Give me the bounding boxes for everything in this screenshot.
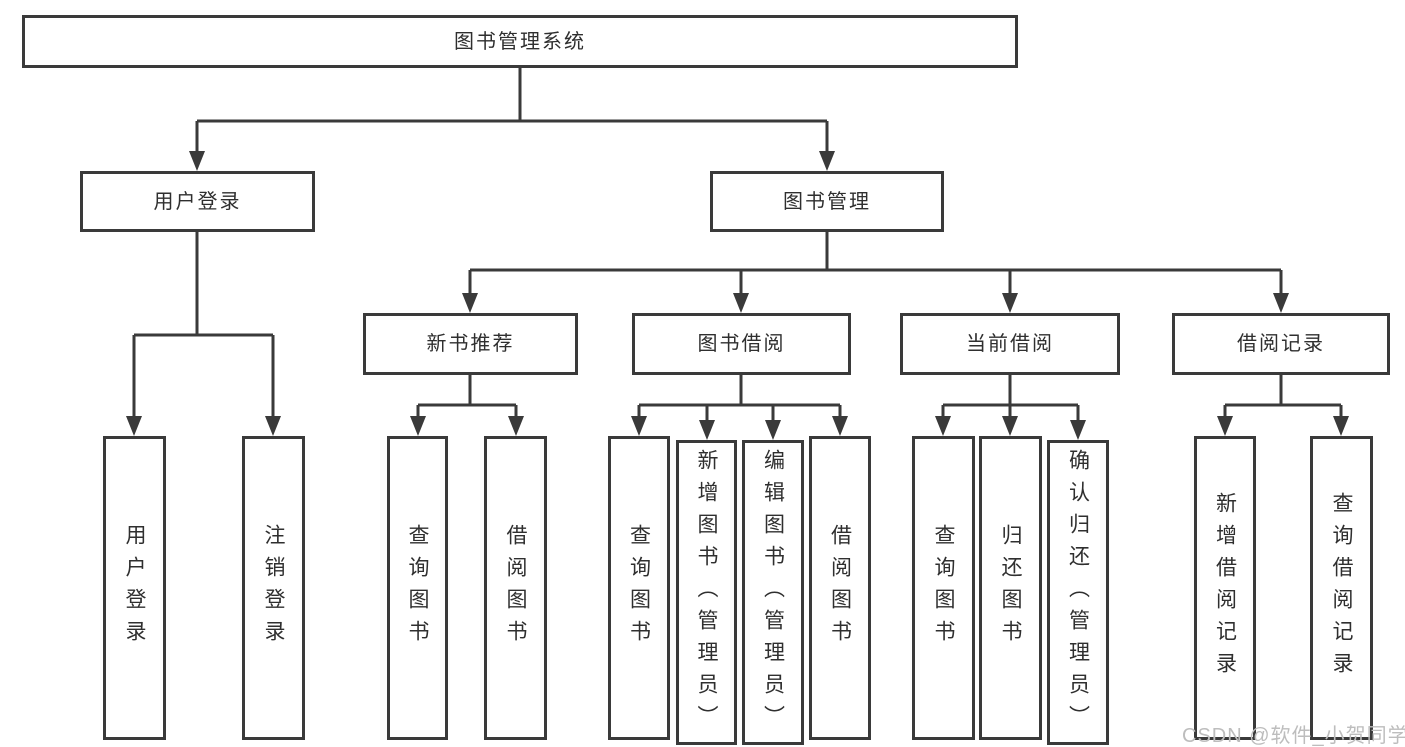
node-book-borrow-label: 图书借阅 xyxy=(697,333,786,355)
connector-book-borrow-to-leaves xyxy=(637,375,842,421)
node-new-book-recommend: 新书推荐 xyxy=(363,313,578,375)
leaf-query-books-current: 查询图书 xyxy=(912,436,975,740)
connector-new-book-rec-to-leaves xyxy=(416,375,518,417)
leaf-edit-books-admin-label: 编辑图书（管理员） xyxy=(761,448,785,737)
leaf-confirm-return-admin: 确认归还（管理员） xyxy=(1047,440,1109,745)
leaf-add-borrow-record: 新增借阅记录 xyxy=(1194,436,1256,740)
leaf-query-borrow-record-label: 查询借阅记录 xyxy=(1330,492,1353,684)
arrow-down-icon xyxy=(733,293,749,313)
arrow-down-icon xyxy=(410,416,426,436)
arrow-down-icon xyxy=(1002,416,1018,436)
node-new-book-recommend-label: 新书推荐 xyxy=(426,333,515,355)
leaf-user-login-label: 用户登录 xyxy=(123,524,146,652)
arrow-down-icon xyxy=(462,293,478,313)
leaf-edit-books-admin: 编辑图书（管理员） xyxy=(742,440,804,745)
arrow-down-icon xyxy=(832,416,848,436)
arrow-down-icon xyxy=(819,151,835,171)
leaf-return-books: 归还图书 xyxy=(979,436,1042,740)
leaf-user-login: 用户登录 xyxy=(103,436,166,740)
node-user-login-label: 用户登录 xyxy=(153,190,242,213)
leaf-borrow-books: 借阅图书 xyxy=(809,436,871,740)
arrow-down-icon xyxy=(1217,416,1233,436)
leaf-query-books-borrow: 查询图书 xyxy=(608,436,670,740)
node-borrow-records: 借阅记录 xyxy=(1172,313,1390,375)
node-book-management: 图书管理 xyxy=(710,171,944,232)
arrow-down-icon xyxy=(935,416,951,436)
connector-root-to-level2 xyxy=(195,68,829,153)
watermark: CSDN @软件_小贺同学 xyxy=(1182,725,1405,747)
leaf-add-books-admin-label: 新增图书（管理员） xyxy=(695,448,718,737)
connector-user-login-to-leaves xyxy=(132,232,275,417)
node-root: 图书管理系统 xyxy=(22,15,1018,68)
arrow-down-icon xyxy=(1070,420,1086,440)
arrow-down-icon xyxy=(126,416,142,436)
leaf-query-books-recommend-label: 查询图书 xyxy=(406,524,429,652)
leaf-query-borrow-record: 查询借阅记录 xyxy=(1310,436,1373,740)
node-current-borrow-label: 当前借阅 xyxy=(966,333,1054,355)
leaf-logout: 注销登录 xyxy=(242,436,305,740)
node-current-borrow: 当前借阅 xyxy=(900,313,1120,375)
leaf-confirm-return-admin-label: 确认归还（管理员） xyxy=(1066,448,1090,737)
leaf-borrow-books-label: 借阅图书 xyxy=(828,524,852,652)
arrow-down-icon xyxy=(699,420,715,440)
arrow-down-icon xyxy=(1333,416,1349,436)
leaf-query-books-recommend: 查询图书 xyxy=(387,436,448,740)
leaf-add-books-admin: 新增图书（管理员） xyxy=(676,440,737,745)
arrow-down-icon xyxy=(631,416,647,436)
leaf-query-books-current-label: 查询图书 xyxy=(932,524,955,652)
leaf-borrow-books-recommend-label: 借阅图书 xyxy=(504,524,527,652)
leaf-borrow-books-recommend: 借阅图书 xyxy=(484,436,547,740)
leaf-return-books-label: 归还图书 xyxy=(999,524,1022,652)
arrow-down-icon xyxy=(1273,293,1289,313)
connector-borrow-records-to-leaves xyxy=(1223,375,1343,417)
node-root-label: 图书管理系统 xyxy=(454,30,586,53)
arrow-down-icon xyxy=(1002,293,1018,313)
arrow-down-icon xyxy=(508,416,524,436)
arrow-down-icon xyxy=(189,151,205,171)
node-user-login: 用户登录 xyxy=(80,171,315,232)
arrow-down-icon xyxy=(765,420,781,440)
connector-book-management-to-level3 xyxy=(468,232,1283,294)
node-book-management-label: 图书管理 xyxy=(783,190,871,213)
leaf-logout-label: 注销登录 xyxy=(262,524,285,652)
connector-current-borrow-to-leaves xyxy=(941,375,1080,421)
node-borrow-records-label: 借阅记录 xyxy=(1237,333,1325,355)
node-book-borrow: 图书借阅 xyxy=(632,313,851,375)
leaf-query-books-borrow-label: 查询图书 xyxy=(627,524,651,652)
arrow-down-icon xyxy=(265,416,281,436)
leaf-add-borrow-record-label: 新增借阅记录 xyxy=(1213,492,1237,684)
